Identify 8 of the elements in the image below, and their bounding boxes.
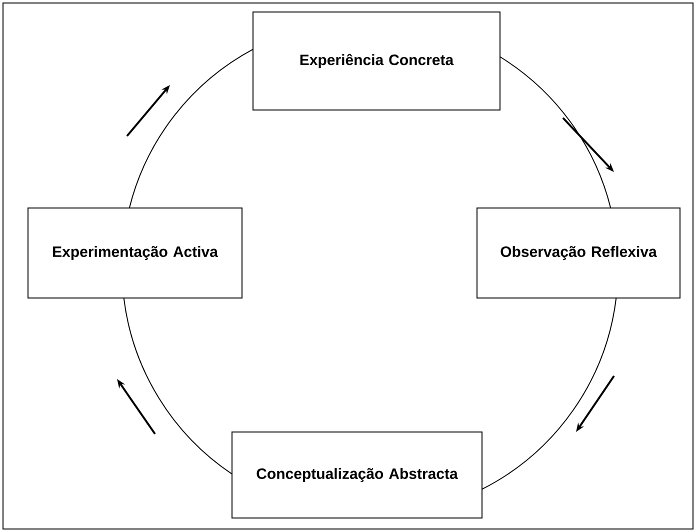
cycle-arc	[123, 297, 233, 475]
cycle-arc	[481, 297, 617, 490]
stage-box: Conceptualização Abstracta	[232, 431, 482, 518]
cycle-arc	[128, 48, 254, 208]
stage-box: Experiência Concreta	[252, 12, 500, 110]
stage-box: Observação Reflexiva	[476, 207, 680, 298]
stage-box: Experimentação Activa	[28, 207, 242, 298]
cycle-arc	[499, 56, 612, 208]
